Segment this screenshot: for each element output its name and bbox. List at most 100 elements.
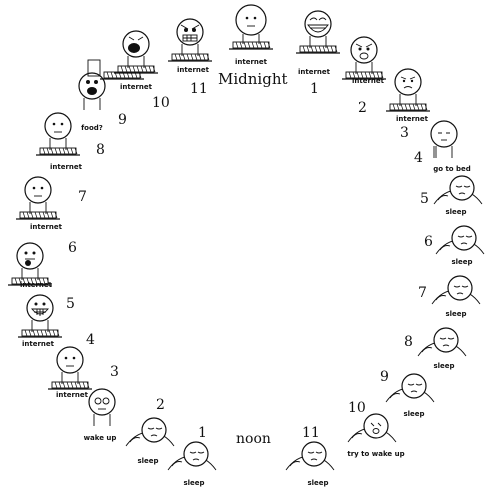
face (16, 242, 44, 270)
keyboard-icon (229, 41, 273, 50)
hour-label: 11 (302, 425, 320, 441)
sleep-face-icon (457, 235, 473, 245)
activity-caption: wake up (84, 434, 117, 442)
face (78, 72, 106, 100)
hour-item: 2 sleep (125, 397, 175, 465)
keyboard-icon (18, 329, 62, 338)
hour-item: 9 sleep (380, 369, 435, 418)
face (301, 441, 327, 467)
activity-caption: sleep (183, 479, 204, 487)
activity-caption: sleep (307, 479, 328, 487)
sad-face-icon (400, 76, 416, 89)
eat-face-icon (86, 80, 98, 95)
hour-item: 4go to bed (414, 120, 471, 173)
angry-face-icon (355, 43, 373, 60)
hour-label: 6 (68, 240, 77, 256)
hour-item: 3 internet (386, 68, 430, 141)
sleep-face-icon (307, 451, 323, 461)
activity-caption: food? (81, 124, 103, 132)
activity-caption: internet (50, 163, 83, 171)
hour-label: 8 (96, 142, 105, 158)
face (447, 275, 473, 301)
face (363, 413, 389, 439)
hour-item: 11 sleep (285, 425, 335, 487)
tongue-face-icon (24, 251, 36, 266)
activity-caption: sleep (137, 457, 158, 465)
face (304, 10, 332, 38)
activity-caption: internet (235, 58, 268, 66)
face (430, 120, 458, 148)
activity-caption: go to bed (433, 165, 471, 173)
activity-caption: try to wake up (347, 450, 404, 458)
activity-caption: internet (120, 83, 153, 91)
sleep-face-icon (407, 383, 423, 393)
hour-label: 7 (78, 189, 87, 205)
hour-label: 10 (348, 400, 366, 416)
hour-label: 11 (190, 81, 208, 97)
face (449, 175, 475, 201)
keyboard-icon (168, 53, 212, 62)
soda-can-icon (87, 59, 101, 77)
bored-face-icon (52, 122, 64, 133)
noon-label: noon (236, 431, 271, 447)
hour-label: 8 (404, 334, 413, 350)
face (433, 327, 459, 353)
sleep-face-icon (439, 337, 455, 347)
sleepy-face-icon (438, 132, 450, 141)
hour-label: 6 (424, 234, 433, 250)
midnight-label: Midnight (218, 70, 288, 88)
hour-label: 10 (152, 95, 170, 111)
groggy-face-icon (94, 397, 110, 410)
activity-caption: sleep (445, 208, 466, 216)
hour-item: 1 sleep (167, 425, 217, 487)
face (401, 373, 427, 399)
face (26, 294, 54, 322)
hour-item: 10 internet (114, 30, 170, 111)
keyboard-icon (48, 381, 92, 390)
keyboard-icon (8, 277, 52, 286)
hour-item: 8 internet (36, 112, 105, 171)
activity-caption: internet (396, 115, 429, 123)
hour-label: 4 (86, 332, 95, 348)
keyboard-icon (342, 71, 386, 80)
face (56, 346, 84, 374)
face (235, 4, 267, 36)
hour-item: 8 sleep (404, 327, 467, 370)
yell-face-icon (128, 36, 144, 53)
keyboard-icon (16, 211, 60, 220)
hour-item: 5 sleep (420, 175, 483, 216)
keyboard-icon (114, 65, 158, 74)
grin-face-icon (31, 302, 49, 316)
keyboard-icon (36, 147, 80, 156)
face (44, 112, 72, 140)
hour-label: 3 (400, 125, 409, 141)
hour-label: 1 (198, 425, 207, 441)
hour-label: 5 (66, 296, 75, 312)
face (350, 36, 378, 64)
activity-caption: sleep (433, 362, 454, 370)
neutral-face-icon (245, 16, 257, 27)
rage-face-icon (180, 24, 200, 42)
keyboard-icon (386, 103, 430, 112)
face (394, 68, 422, 96)
hour-label: 2 (358, 100, 367, 116)
activity-caption: sleep (403, 410, 424, 418)
hour-label: 7 (418, 285, 427, 301)
troll-face-icon (307, 17, 329, 33)
sleep-face-icon (453, 285, 469, 295)
hour-label: 5 (420, 191, 429, 207)
hour-label: 2 (156, 397, 165, 413)
activity-caption: internet (352, 77, 385, 85)
sleep-face-icon (147, 427, 163, 437)
hour-label: 9 (380, 369, 389, 385)
hour-label: 3 (110, 364, 119, 380)
activity-caption: internet (298, 68, 331, 76)
hour-item: 10 try to wake up (347, 400, 404, 458)
